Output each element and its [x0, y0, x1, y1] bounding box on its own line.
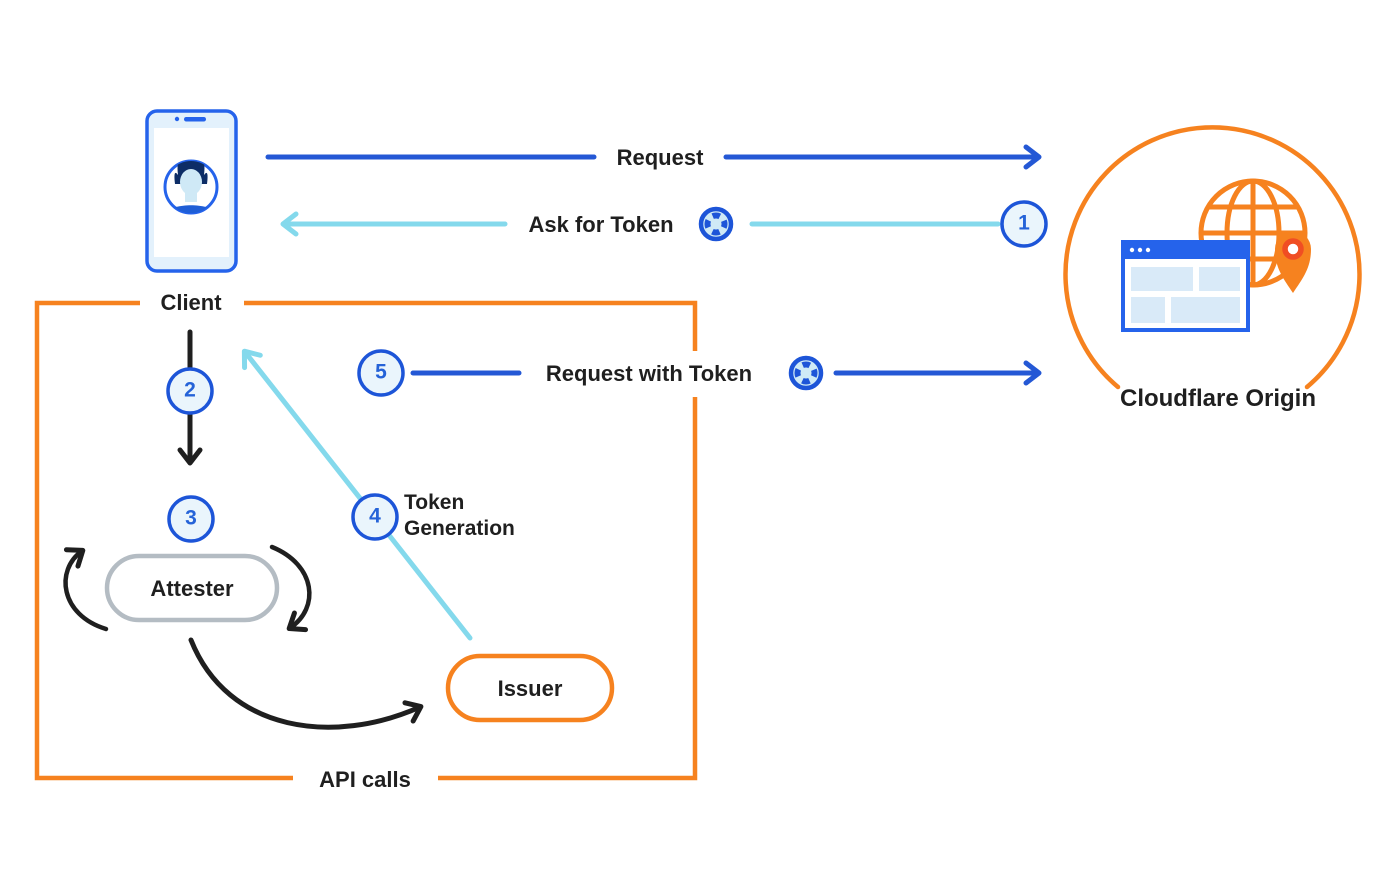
api-calls-label: API calls [319, 766, 411, 792]
token-icon [701, 209, 731, 239]
issuer-label: Issuer [497, 675, 563, 701]
token-generation-label: Token Generation [404, 491, 515, 540]
origin-circle [1063, 125, 1362, 390]
user-avatar-icon [163, 159, 219, 215]
request-with-token-label: Request with Token [545, 360, 753, 386]
cycle-arrow-left [63, 547, 109, 632]
attester-pill [104, 553, 280, 623]
attester-label: Attester [150, 575, 234, 601]
step-4-number: 4 [369, 504, 381, 528]
attester-to-issuer-arrow [188, 637, 424, 730]
location-pin-icon [1275, 231, 1311, 293]
cycle-arrow-right [269, 544, 312, 633]
step-2-number: 2 [184, 378, 196, 402]
api-box-border [34, 300, 698, 781]
client-label: Client [160, 289, 222, 315]
cloudflare-origin-label: Cloudflare Origin [1119, 385, 1316, 412]
step-1-number: 1 [1018, 211, 1030, 235]
step-5-number: 5 [375, 360, 387, 384]
request-label: Request [616, 144, 704, 170]
token-icon [791, 358, 821, 388]
step-3-number: 3 [185, 506, 197, 530]
issuer-pill [445, 653, 615, 723]
phone-icon [145, 109, 238, 273]
cloudflare-origin-node [1063, 125, 1362, 390]
browser-window-icon [1121, 240, 1250, 332]
token-generation-arrow [241, 348, 473, 641]
ask-for-token-label: Ask for Token [528, 211, 674, 237]
